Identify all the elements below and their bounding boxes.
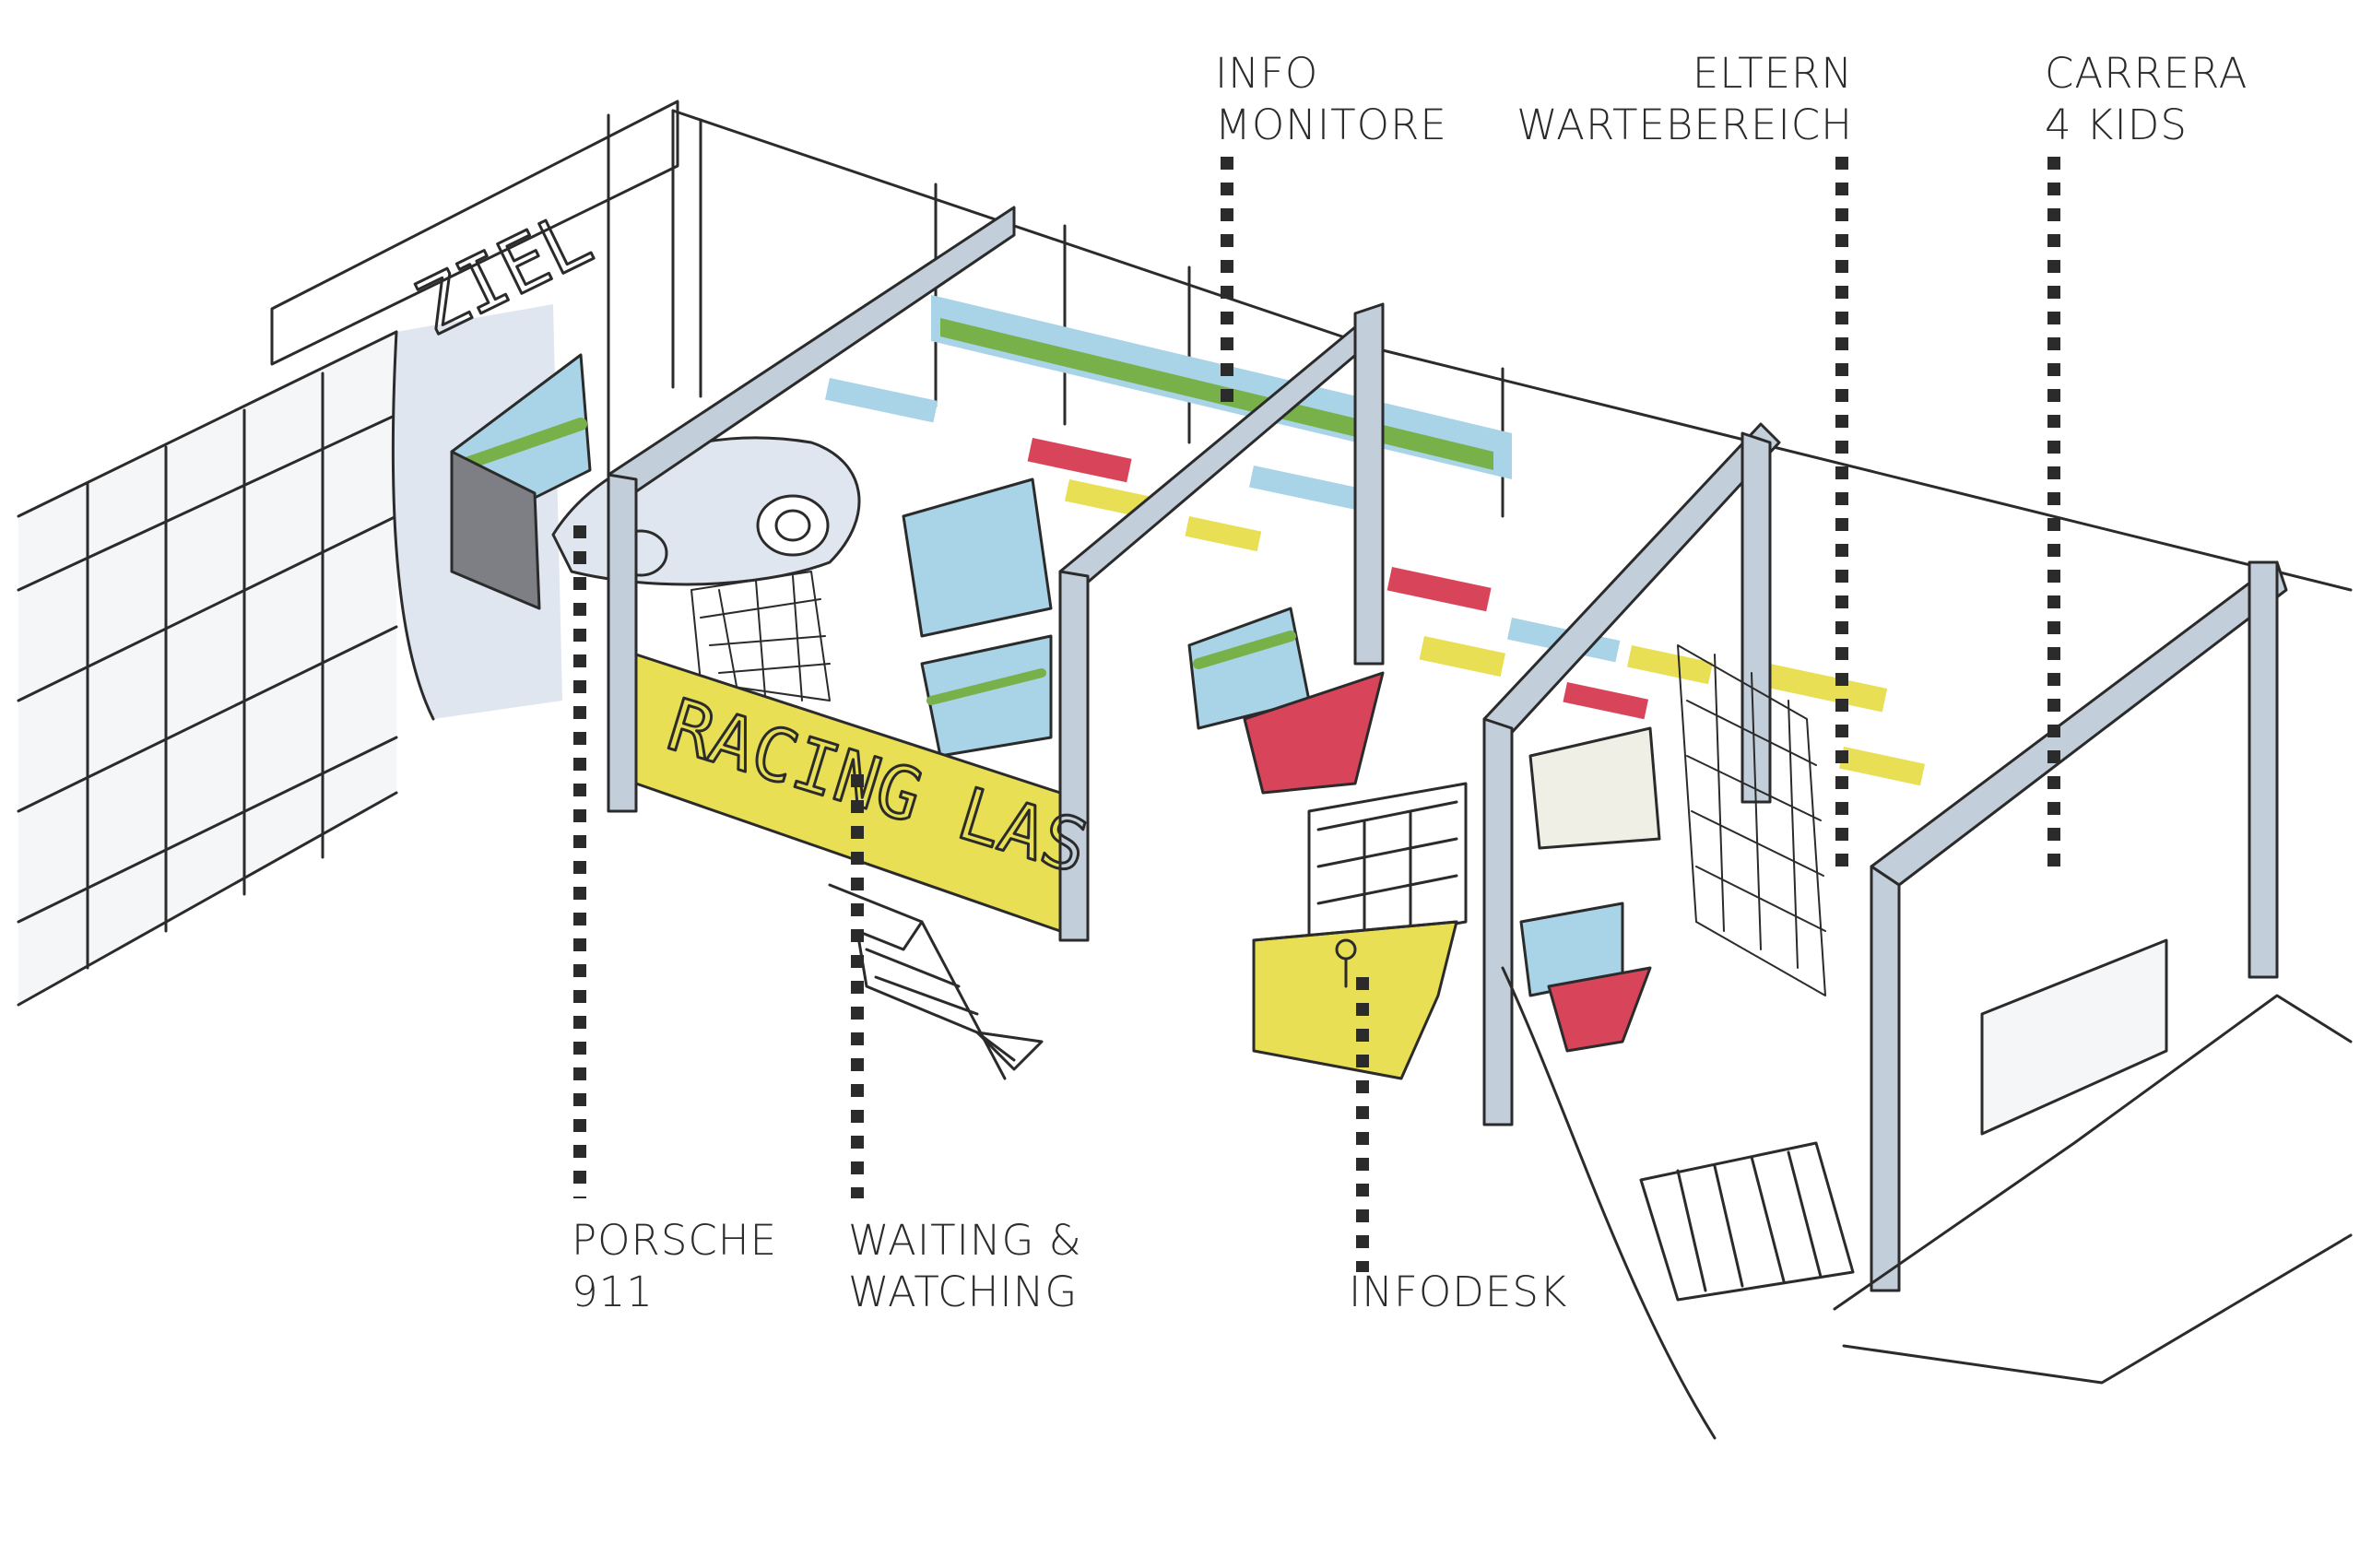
porsche-car bbox=[551, 436, 861, 586]
label-info-monitore: INFO MONITORE bbox=[1215, 49, 1447, 149]
label-infodesk: INFODESK bbox=[1349, 1267, 1568, 1316]
label-porsche-911: PORSCHE 911 bbox=[572, 1216, 778, 1316]
simulator-cockpits bbox=[450, 353, 1661, 1053]
leader-lines bbox=[573, 157, 2060, 1272]
nets bbox=[690, 571, 1826, 996]
floor-lines bbox=[1501, 938, 2353, 1440]
label-eltern-wartebereich: ELTERN WARTEBEREICH bbox=[1516, 49, 1853, 149]
portal-frames bbox=[607, 206, 2288, 1292]
info-desk bbox=[1252, 782, 1468, 1080]
label-carrera-kids: CARRERA 4 KIDS bbox=[2045, 49, 2248, 149]
label-waiting-watching: WAITING & WATCHING bbox=[848, 1216, 1082, 1316]
left-wall bbox=[17, 330, 398, 1007]
